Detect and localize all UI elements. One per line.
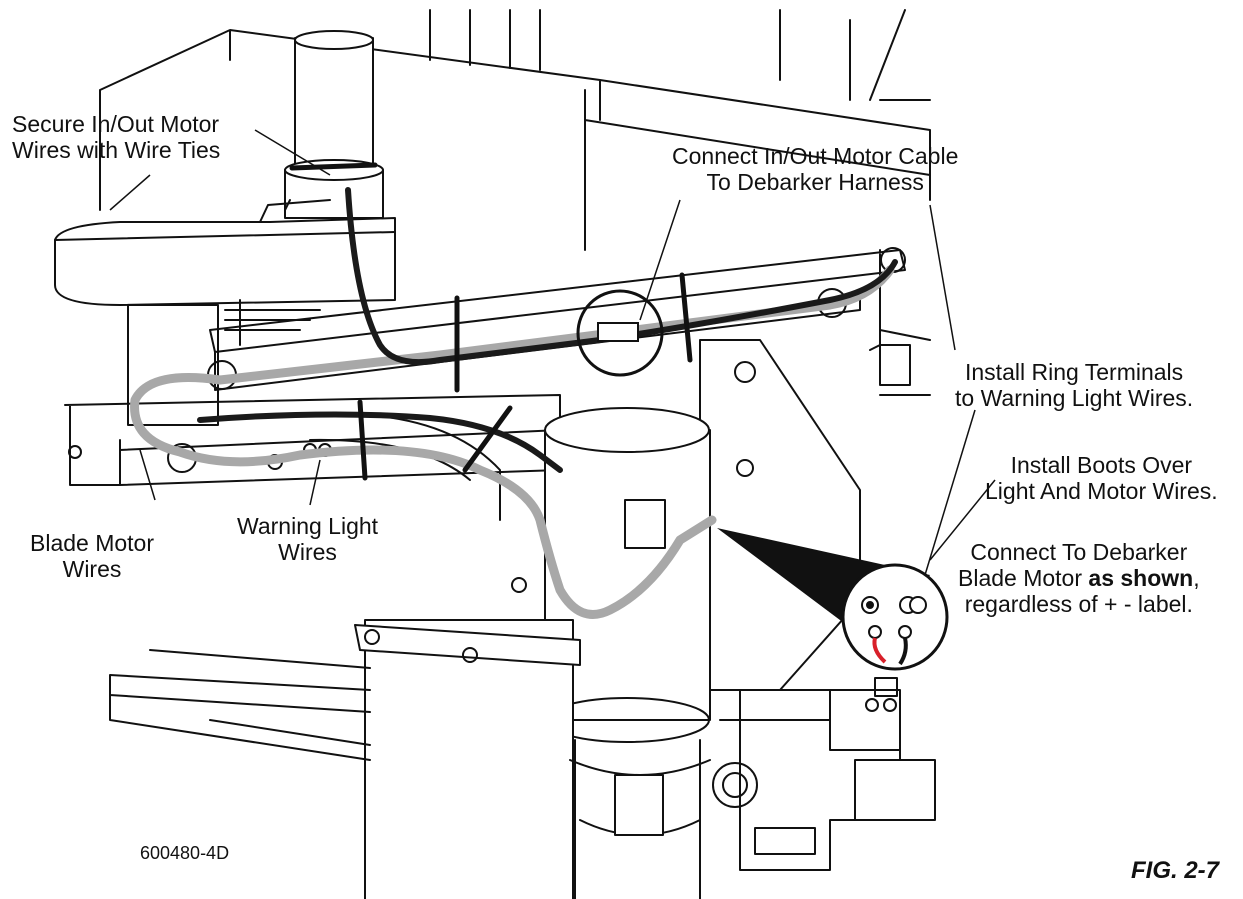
label-connect-line2: Blade Motor as shown, xyxy=(958,565,1200,591)
figure-label: FIG. 2-7 xyxy=(1131,857,1220,884)
label-ring-terminals: Install Ring Terminals to Warning Light … xyxy=(955,359,1194,411)
lower-frame-column xyxy=(364,619,574,899)
motor-bracket xyxy=(699,339,861,691)
in-out-motor-cylinder xyxy=(294,37,374,169)
red-terminal-wire xyxy=(872,637,887,664)
label-connect-blade-motor: Connect To Debarker Blade Motor as shown… xyxy=(958,539,1200,617)
leader-connect-cable xyxy=(639,199,681,321)
leader-ring-terminals xyxy=(929,204,956,351)
wire-tie xyxy=(462,405,513,473)
wire-tie xyxy=(289,162,378,171)
leader-secure-wires-2 xyxy=(109,174,151,211)
terminal-detail-circle xyxy=(841,563,949,671)
label-blade-motor-wires: Blade Motor Wires xyxy=(30,530,155,582)
arm-housing xyxy=(54,217,396,306)
leader-blade-wires xyxy=(139,449,156,501)
label-connect-cable: Connect In/Out Motor Cable To Debarker H… xyxy=(672,143,959,195)
rear-housing xyxy=(584,9,931,251)
part-number: 600480-4D xyxy=(140,843,230,863)
leader-warning-wires xyxy=(309,459,321,506)
lower-rails xyxy=(109,649,371,761)
housing-panel xyxy=(99,29,931,211)
connector-callout-circle xyxy=(576,289,664,377)
lower-beam xyxy=(64,394,561,486)
leader-secure-wires xyxy=(254,129,331,176)
upper-panel xyxy=(429,9,781,81)
label-install-boots: Install Boots Over Light And Motor Wires… xyxy=(985,452,1218,504)
wire-tie xyxy=(679,272,693,363)
black-terminal-wire xyxy=(898,637,908,666)
wire-tie xyxy=(357,399,368,481)
leader-zoom xyxy=(929,479,996,561)
base-mechanism xyxy=(569,739,711,899)
label-warning-light-wires: Warning Light Wires xyxy=(237,513,379,565)
leader-boots xyxy=(924,409,976,576)
label-secure-wires: Secure In/Out Motor Wires with Wire Ties xyxy=(12,111,221,163)
